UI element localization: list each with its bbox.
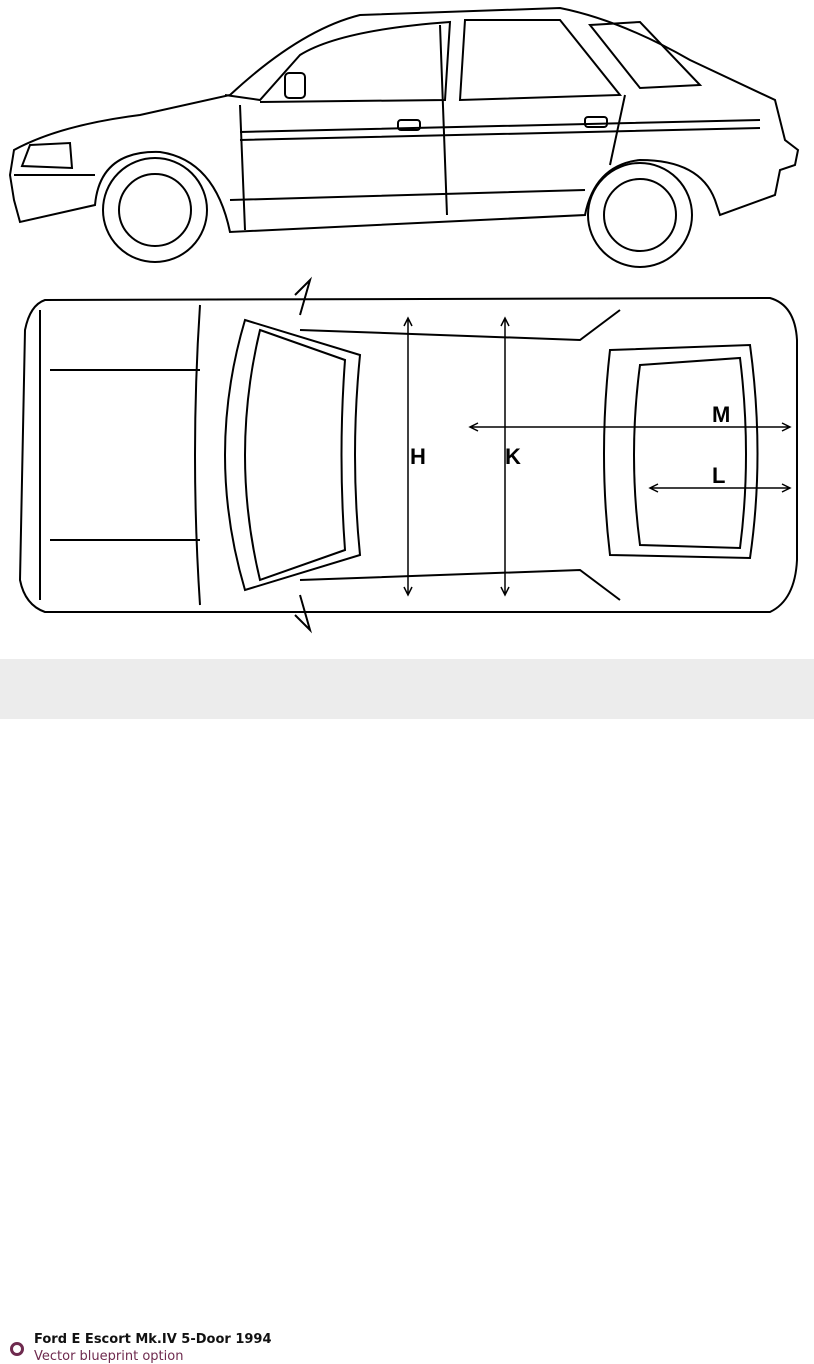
dimension-lines bbox=[403, 316, 792, 597]
dimension-label-m: M bbox=[712, 402, 730, 427]
dimension-label-l: L bbox=[712, 463, 725, 488]
rear-wheel bbox=[587, 162, 693, 268]
bullet-icon bbox=[10, 1342, 24, 1356]
caption-title: Ford E Escort Mk.IV 5-Door 1994 bbox=[34, 1332, 272, 1347]
dimension-label-k: K bbox=[505, 444, 521, 469]
top-view bbox=[18, 276, 798, 634]
front-wheel bbox=[102, 157, 208, 263]
side-view bbox=[8, 6, 800, 268]
caption-bar: Ford E Escort Mk.IV 5-Door 1994 Vector b… bbox=[0, 659, 814, 1364]
car-blueprint: H K M L bbox=[8, 6, 800, 634]
caption-subtitle[interactable]: Vector blueprint option bbox=[34, 1349, 184, 1364]
dimension-label-h: H bbox=[410, 444, 426, 469]
